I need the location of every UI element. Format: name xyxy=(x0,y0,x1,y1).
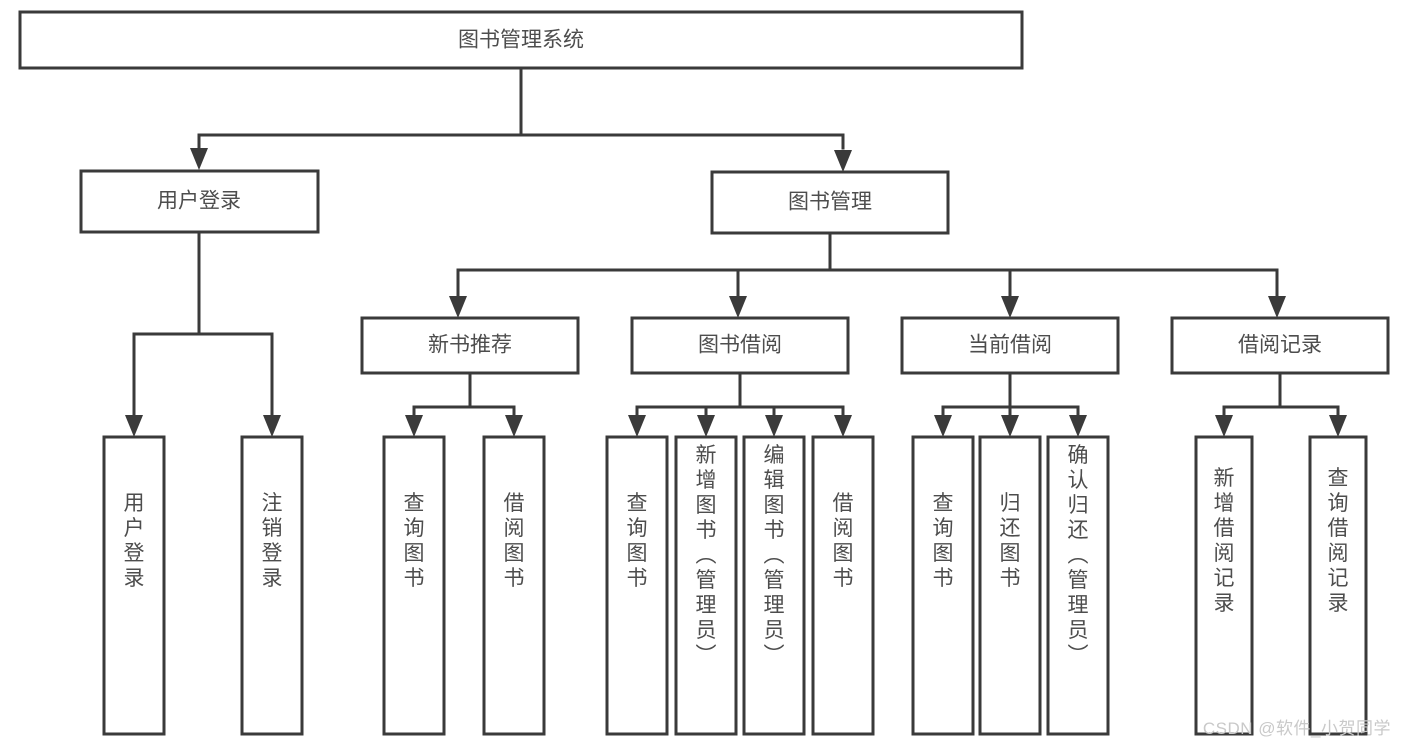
arrow-to-leaf-confirm-return xyxy=(1069,415,1087,437)
node-current-borrow-label: 当前借阅 xyxy=(968,334,1052,357)
arrow-to-leaf-user-login xyxy=(125,415,143,437)
node-leaf-query-book-2[interactable]: 查询图书 xyxy=(605,435,669,736)
connector-user-login-to-leaves xyxy=(132,230,274,417)
node-leaf-return-book-label: 归还图书 xyxy=(1000,492,1021,590)
node-leaf-query-book-1-label: 查询图书 xyxy=(404,492,425,590)
node-leaf-query-record-label: 查询借阅记录 xyxy=(1328,467,1349,615)
arrow-to-user-login xyxy=(190,148,208,170)
connector-borrow-record-to-leaves xyxy=(1222,371,1340,417)
node-new-book-rec[interactable]: 新书推荐 xyxy=(360,316,580,375)
arrow-to-leaf-query-book-3 xyxy=(934,415,952,437)
arrow-to-leaf-return-book xyxy=(1001,415,1019,437)
node-book-borrow[interactable]: 图书借阅 xyxy=(630,316,850,375)
node-leaf-add-book-label: 新增图书︵管理员︶ xyxy=(696,444,717,667)
node-leaf-query-book-2-label: 查询图书 xyxy=(627,492,648,590)
node-user-login-label: 用户登录 xyxy=(157,190,241,213)
node-current-borrow[interactable]: 当前借阅 xyxy=(900,316,1120,375)
arrow-to-leaf-borrow-book-2 xyxy=(834,415,852,437)
node-new-book-rec-label: 新书推荐 xyxy=(428,334,512,357)
connector-current-borrow-to-leaves xyxy=(941,371,1080,417)
node-book-manage-label: 图书管理 xyxy=(788,191,872,214)
csdn-watermark: CSDN @软件_小贺同学 xyxy=(1202,719,1391,738)
node-root-label: 图书管理系统 xyxy=(458,29,584,52)
node-leaf-edit-book-label: 编辑图书︵管理员︶ xyxy=(764,444,785,667)
arrow-to-leaf-query-record xyxy=(1329,415,1347,437)
connector-root-to-level1 xyxy=(197,66,845,150)
arrow-to-book-borrow xyxy=(729,296,747,318)
node-leaf-return-book[interactable]: 归还图书 xyxy=(978,435,1042,736)
arrow-to-new-book-rec xyxy=(449,296,467,318)
node-leaf-edit-book[interactable]: 编辑图书︵管理员︶ xyxy=(742,435,806,736)
arrow-to-leaf-query-book-1 xyxy=(405,415,423,437)
node-leaf-borrow-book-2[interactable]: 借阅图书 xyxy=(811,435,875,736)
node-root[interactable]: 图书管理系统 xyxy=(18,10,1024,70)
node-borrow-record-label: 借阅记录 xyxy=(1238,334,1322,357)
node-leaf-add-record[interactable]: 新增借阅记录 xyxy=(1194,435,1254,736)
node-leaf-confirm-return-label: 确认归还︵管理员︶ xyxy=(1068,444,1089,667)
node-leaf-query-book-3[interactable]: 查询图书 xyxy=(911,435,975,736)
node-leaf-query-book-1[interactable]: 查询图书 xyxy=(382,435,446,736)
node-leaf-user-logout-label: 注销登录 xyxy=(262,492,283,590)
node-leaf-borrow-book-2-label: 借阅图书 xyxy=(833,492,854,590)
arrow-to-current-borrow xyxy=(1001,296,1019,318)
node-leaf-borrow-book-1-label: 借阅图书 xyxy=(504,492,525,590)
arrow-to-leaf-user-logout xyxy=(263,415,281,437)
arrow-to-borrow-record xyxy=(1268,296,1286,318)
node-leaf-query-record[interactable]: 查询借阅记录 xyxy=(1308,435,1368,736)
node-leaf-add-record-label: 新增借阅记录 xyxy=(1214,467,1235,615)
node-leaf-query-book-3-label: 查询图书 xyxy=(933,492,954,590)
arrow-to-leaf-edit-book xyxy=(765,415,783,437)
node-leaf-add-book[interactable]: 新增图书︵管理员︶ xyxy=(674,435,738,736)
connector-book-borrow-to-leaves xyxy=(635,371,845,417)
node-leaf-borrow-book-1[interactable]: 借阅图书 xyxy=(482,435,546,736)
arrow-to-leaf-add-book xyxy=(697,415,715,437)
connector-new-book-rec-to-leaves xyxy=(412,371,516,417)
arrow-to-book-manage xyxy=(834,150,852,172)
node-book-manage[interactable]: 图书管理 xyxy=(710,170,950,235)
node-user-login[interactable]: 用户登录 xyxy=(79,169,320,234)
connector-book-manage-to-level2 xyxy=(456,231,1279,298)
node-leaf-user-logout[interactable]: 注销登录 xyxy=(240,435,304,736)
arrow-to-leaf-borrow-book-1 xyxy=(505,415,523,437)
node-leaf-user-login[interactable]: 用户登录 xyxy=(102,435,166,736)
node-book-borrow-label: 图书借阅 xyxy=(698,334,782,357)
node-leaf-user-login-label: 用户登录 xyxy=(124,492,145,590)
arrow-to-leaf-query-book-2 xyxy=(628,415,646,437)
node-leaf-confirm-return[interactable]: 确认归还︵管理员︶ xyxy=(1046,435,1110,736)
node-borrow-record[interactable]: 借阅记录 xyxy=(1170,316,1390,375)
arrow-to-leaf-add-record xyxy=(1215,415,1233,437)
